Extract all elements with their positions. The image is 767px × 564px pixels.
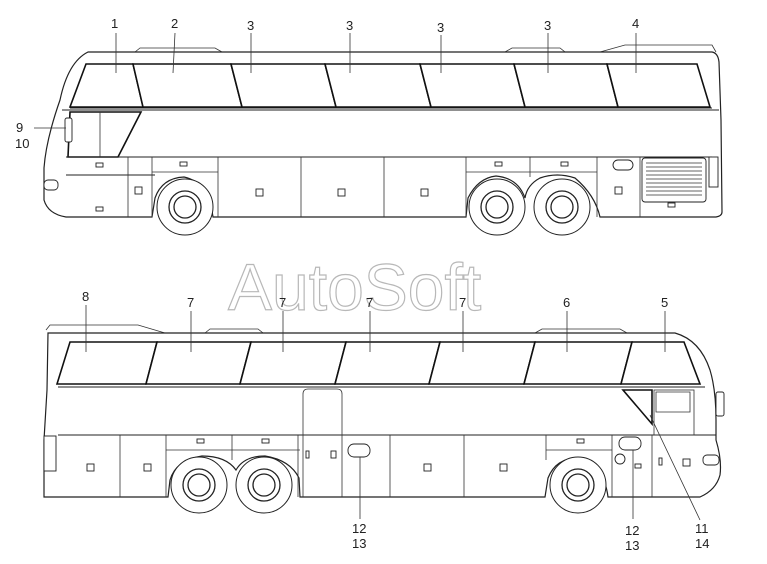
- callout-3: 3: [544, 18, 551, 33]
- handles: [86, 438, 691, 472]
- grille-slats: [646, 162, 702, 196]
- mirror: [715, 391, 725, 417]
- window-8: [55, 341, 159, 385]
- callout-14: 14: [695, 536, 709, 551]
- callout-3: 3: [247, 18, 254, 33]
- callout-7: 7: [187, 295, 194, 310]
- filler-cap: [614, 453, 626, 465]
- bus-top-view: [43, 44, 723, 236]
- callout-13: 13: [625, 538, 639, 553]
- window-3: [512, 63, 620, 108]
- callout-7: 7: [459, 295, 466, 310]
- callout-7: 7: [366, 295, 373, 310]
- callout-6: 6: [563, 295, 570, 310]
- window-3: [418, 63, 527, 108]
- headlight: [43, 179, 59, 191]
- window-7: [427, 341, 537, 385]
- wheel: [156, 178, 214, 236]
- window-7: [238, 341, 348, 385]
- leader-lines: [85, 305, 701, 521]
- bus-bottom-view: [43, 324, 725, 514]
- callout-5: 5: [661, 295, 668, 310]
- fuel-filler: [347, 443, 371, 458]
- callout-4: 4: [632, 16, 639, 31]
- callout-10: 10: [15, 136, 29, 151]
- headlight: [702, 454, 720, 466]
- callout-1: 1: [111, 16, 118, 31]
- callout-2: 2: [171, 16, 178, 31]
- callout-3: 3: [346, 18, 353, 33]
- wheel: [549, 456, 607, 514]
- vent: [612, 159, 634, 171]
- window-7: [333, 341, 442, 385]
- callout-8: 8: [82, 289, 89, 304]
- panel-dividers: [119, 435, 653, 497]
- rear-light: [708, 156, 719, 188]
- door-glass: [655, 391, 691, 413]
- wheel: [235, 456, 293, 514]
- window-3: [323, 63, 433, 108]
- front-door-window: [621, 389, 653, 427]
- window-2: [131, 63, 244, 108]
- window-6: [522, 341, 634, 385]
- handles: [95, 161, 676, 212]
- callout-11: 11: [695, 521, 709, 536]
- window-7: [144, 341, 253, 385]
- callout-13: 13: [352, 536, 366, 551]
- wheel: [468, 178, 526, 236]
- bottom-callouts: 8 7 7 7 7 6 5 12 13 12 13 11 14: [82, 289, 709, 553]
- window-5: [619, 341, 702, 385]
- wheel: [533, 178, 591, 236]
- wheel: [170, 456, 228, 514]
- callout-7: 7: [279, 295, 286, 310]
- callout-12: 12: [352, 521, 366, 536]
- callout-12: 12: [625, 523, 639, 538]
- roof-ac-unit: [45, 324, 166, 334]
- front-door: [653, 389, 695, 436]
- leader-lines: [34, 32, 637, 129]
- callout-3: 3: [437, 20, 444, 35]
- roof-ac-unit: [599, 44, 717, 53]
- panel-dividers: [127, 157, 641, 217]
- top-callouts: 1 2 3 3 3 3 4 9 10: [15, 16, 639, 151]
- rear-light: [43, 435, 57, 472]
- watermark: AutoSoft: [228, 250, 481, 324]
- window-4: [605, 63, 712, 108]
- callout-9: 9: [16, 120, 23, 135]
- fuel-filler: [618, 436, 642, 451]
- window-3: [229, 63, 338, 108]
- mirror: [64, 117, 73, 143]
- middle-door: [302, 388, 343, 497]
